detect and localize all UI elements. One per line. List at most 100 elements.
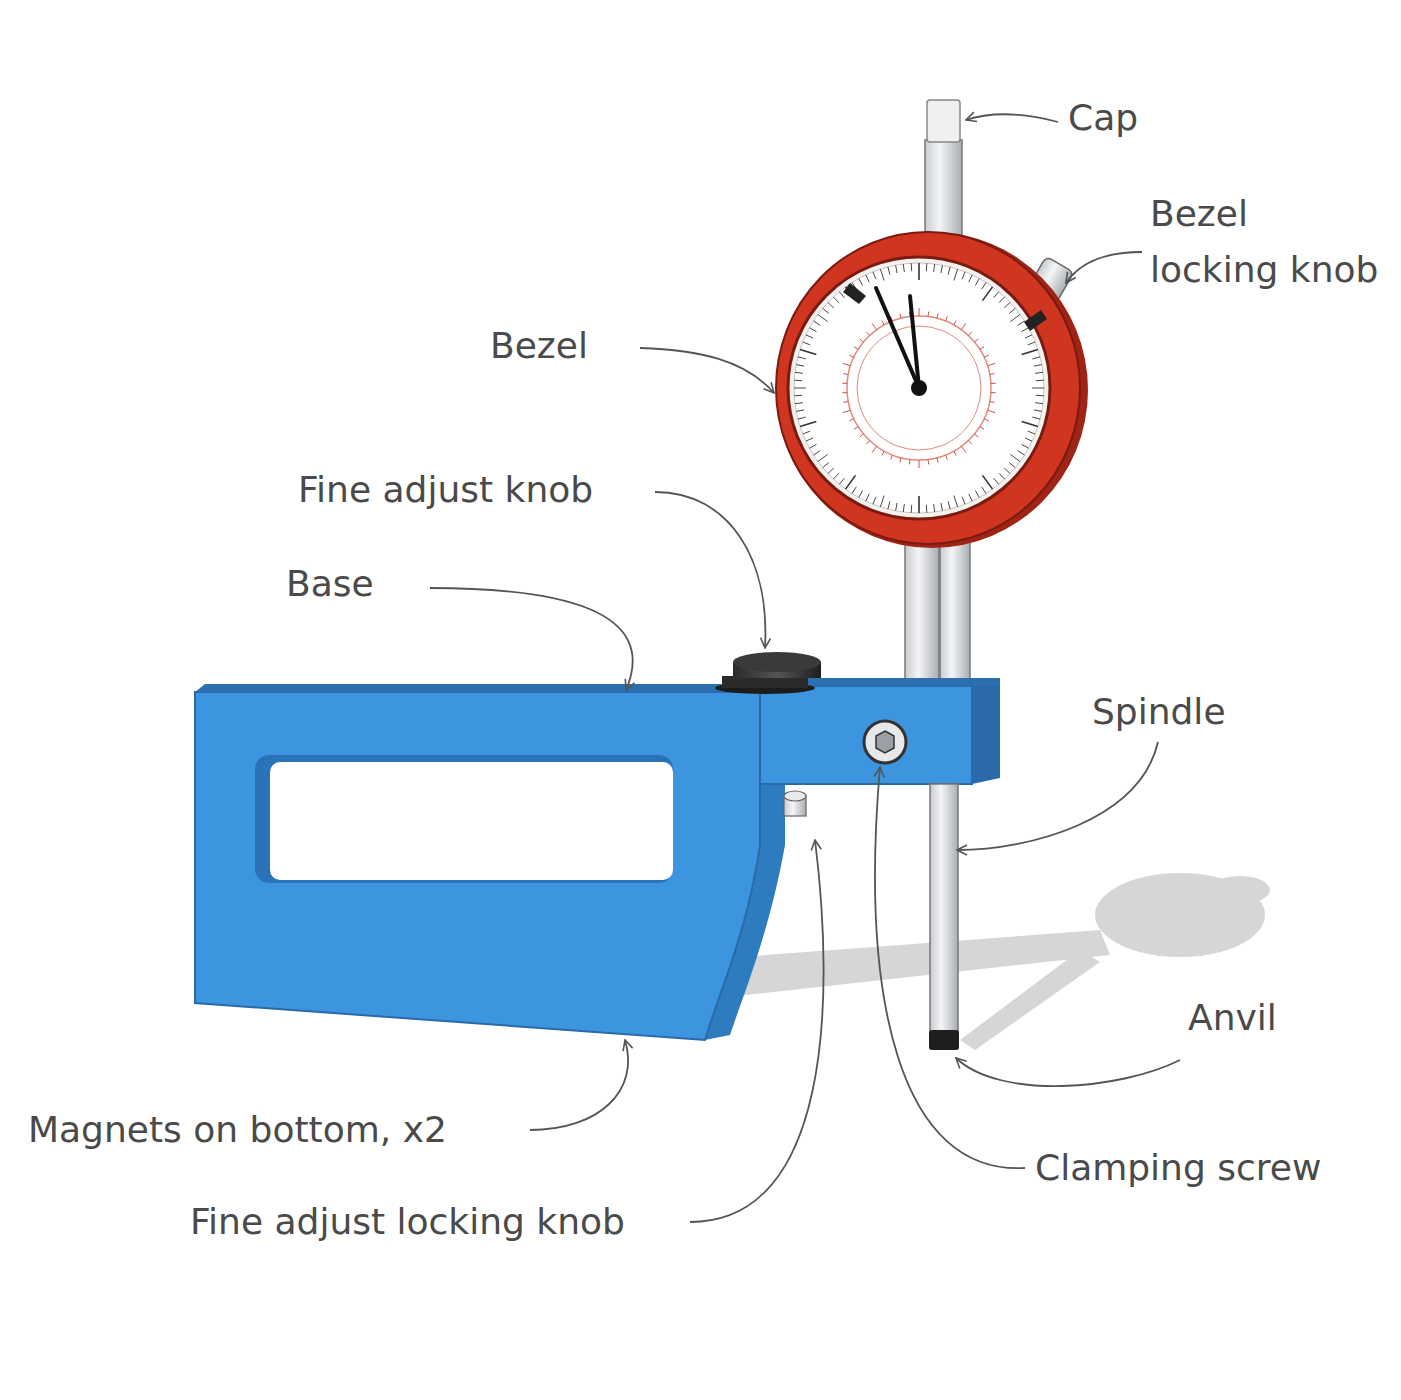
dial-tick xyxy=(968,441,971,445)
part-label: Bezel xyxy=(490,318,588,374)
dial-tick xyxy=(839,478,844,484)
dial-tick xyxy=(872,446,877,453)
dial-tick xyxy=(975,279,979,286)
dial-tick xyxy=(994,478,999,484)
dial-tick xyxy=(823,463,829,468)
part-label: Fine adjust knob xyxy=(298,462,593,518)
dial-tick xyxy=(918,496,920,513)
dial-tick xyxy=(794,395,802,397)
dial-tick xyxy=(854,347,858,350)
dial-tick xyxy=(954,451,956,455)
dial-tick xyxy=(1004,302,1010,308)
dial-tick xyxy=(849,419,854,421)
dial-tick xyxy=(1009,463,1015,468)
dial-tick xyxy=(918,263,920,280)
dial-tick xyxy=(880,496,884,507)
dial-tick xyxy=(1009,308,1015,313)
part-label: Base xyxy=(286,556,374,612)
dial-tick xyxy=(928,459,930,464)
dial-tick xyxy=(1022,421,1038,426)
dial-tick xyxy=(796,410,804,412)
leader-lines xyxy=(430,114,1180,1222)
dial-tick xyxy=(1035,372,1043,373)
part-label: Spindle xyxy=(1092,684,1226,740)
dial-tick xyxy=(1022,444,1029,448)
dial-tick xyxy=(843,401,848,403)
dial-tick xyxy=(961,323,966,330)
dial-tick xyxy=(937,313,938,318)
dial-tick xyxy=(990,373,995,375)
dial-tick xyxy=(988,363,996,366)
dial-tick xyxy=(866,494,869,501)
dial-tick xyxy=(969,494,972,501)
dial-tick xyxy=(1036,380,1044,382)
dial-tick xyxy=(1028,342,1035,345)
dial-tick xyxy=(968,332,971,336)
dial-tick xyxy=(900,313,901,318)
dial-tick xyxy=(846,475,856,489)
stem xyxy=(925,100,962,240)
dial-tick xyxy=(934,264,935,272)
dial-tick xyxy=(962,497,965,504)
dial-tick xyxy=(999,297,1005,303)
dial-tick xyxy=(975,339,979,342)
dial-tick xyxy=(860,434,864,437)
dial-tick xyxy=(854,427,858,430)
dial-tick xyxy=(1022,328,1029,332)
dial-tick xyxy=(999,473,1005,479)
clamping-screw xyxy=(864,721,906,763)
dial-tick xyxy=(891,455,893,460)
dial-tick xyxy=(954,321,956,325)
dial-tick xyxy=(896,503,898,511)
dial-tick xyxy=(843,410,851,413)
dial-tick xyxy=(842,392,847,393)
part-label: Cap xyxy=(1068,90,1138,146)
dial-tick xyxy=(984,419,989,421)
dial-tick xyxy=(919,308,920,316)
dial-tick xyxy=(806,438,813,441)
shadow xyxy=(700,873,1270,1050)
dial-tick xyxy=(1025,335,1032,338)
dial-tick xyxy=(948,267,950,275)
dial-tick xyxy=(866,275,869,282)
dial xyxy=(776,232,1088,548)
dial-tick xyxy=(880,269,884,280)
dial-tick xyxy=(818,315,828,322)
dial-tick xyxy=(1022,349,1038,354)
fine-adjust-knob xyxy=(715,652,821,694)
dial-tick xyxy=(810,328,817,332)
dial-tick xyxy=(1036,395,1044,397)
dial-tick xyxy=(948,501,950,509)
dial-tick xyxy=(928,312,930,317)
dial-tick xyxy=(919,460,920,468)
dial-tick xyxy=(961,446,966,453)
dial-tick xyxy=(873,497,876,504)
lower-rods xyxy=(905,540,970,690)
dial-tick xyxy=(1010,315,1020,322)
fine-adjust-locking-knob xyxy=(784,791,806,816)
dial-tick xyxy=(798,357,806,359)
dial-tick xyxy=(795,372,803,373)
dial-tick xyxy=(903,264,904,272)
spindle xyxy=(929,784,959,1050)
dial-tick xyxy=(1034,410,1042,412)
dial-tick xyxy=(980,347,984,350)
dial-tick xyxy=(990,401,995,403)
dial-tick xyxy=(896,265,898,273)
dial-tick xyxy=(926,263,928,271)
dial-tick xyxy=(941,265,943,273)
dial-tick xyxy=(814,451,821,455)
dial-tick xyxy=(800,349,816,354)
dial-tick xyxy=(991,383,996,384)
dial-tick xyxy=(888,501,890,509)
dial-tick xyxy=(873,272,876,279)
dial-tick xyxy=(954,269,958,280)
dial-tick xyxy=(994,292,999,298)
part-label: Bezel locking knob xyxy=(1150,186,1383,298)
dial-tick xyxy=(911,263,913,271)
dial-tick xyxy=(814,321,821,325)
dial-tick xyxy=(866,332,869,336)
dial-tick xyxy=(1010,454,1020,461)
dial-tick xyxy=(962,272,965,279)
